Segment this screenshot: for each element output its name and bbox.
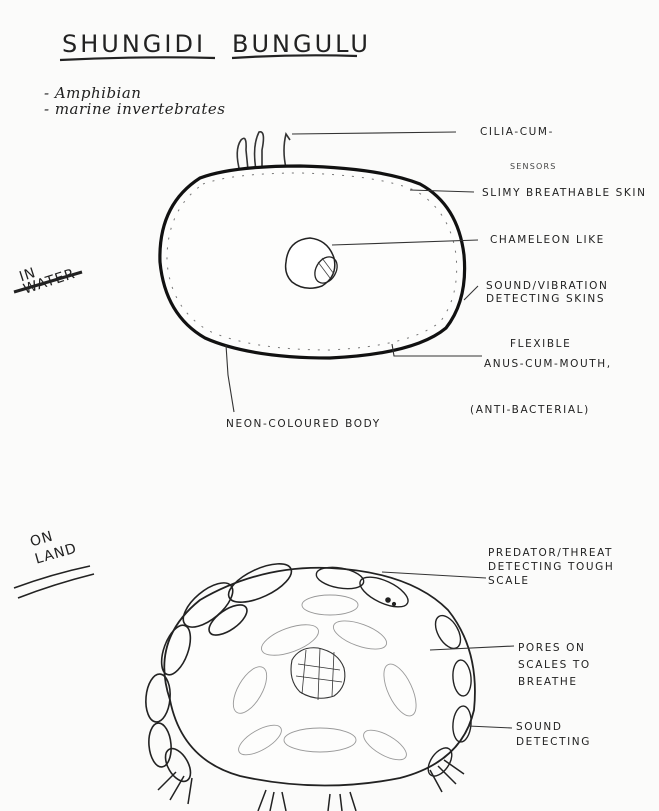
label-predator-scale: PREDATOR/THREAT DETECTING TOUGH SCALE [488, 546, 653, 588]
note-invertebrates: - marine invertebrates [44, 100, 225, 118]
label-cilia-sensors: SENSORS [510, 162, 557, 171]
label-sound-detecting: SOUND DETECTING [516, 720, 636, 750]
land-creature-shell [164, 568, 475, 786]
label-chameleon-eye: CHAMELEON LIKE [490, 234, 605, 246]
title-word-1: SHUNGIDI [62, 30, 206, 58]
land-heading-underline-1 [14, 566, 90, 588]
label-cilia: CILIA-CUM- [480, 126, 554, 138]
land-heading-underline-2 [18, 574, 94, 598]
label-neon-body: NEON-COLOURED BODY [226, 418, 381, 430]
label-anus-mouth: ANUS-CUM-MOUTH, [484, 352, 634, 376]
title-word-2: BUNGULU [232, 30, 371, 58]
label-sound-vibration: SOUND/VIBRATION DETECTING SKINS [486, 280, 656, 306]
label-pores: PORES ON SCALES TO BREATHE [518, 640, 638, 691]
land-creature [144, 556, 475, 811]
label-slimy-skin: SLIMY BREATHABLE SKIN [482, 186, 652, 201]
label-flexible: FLEXIBLE [510, 338, 571, 350]
label-antibacterial: (ANTI-BACTERIAL) [470, 404, 590, 416]
